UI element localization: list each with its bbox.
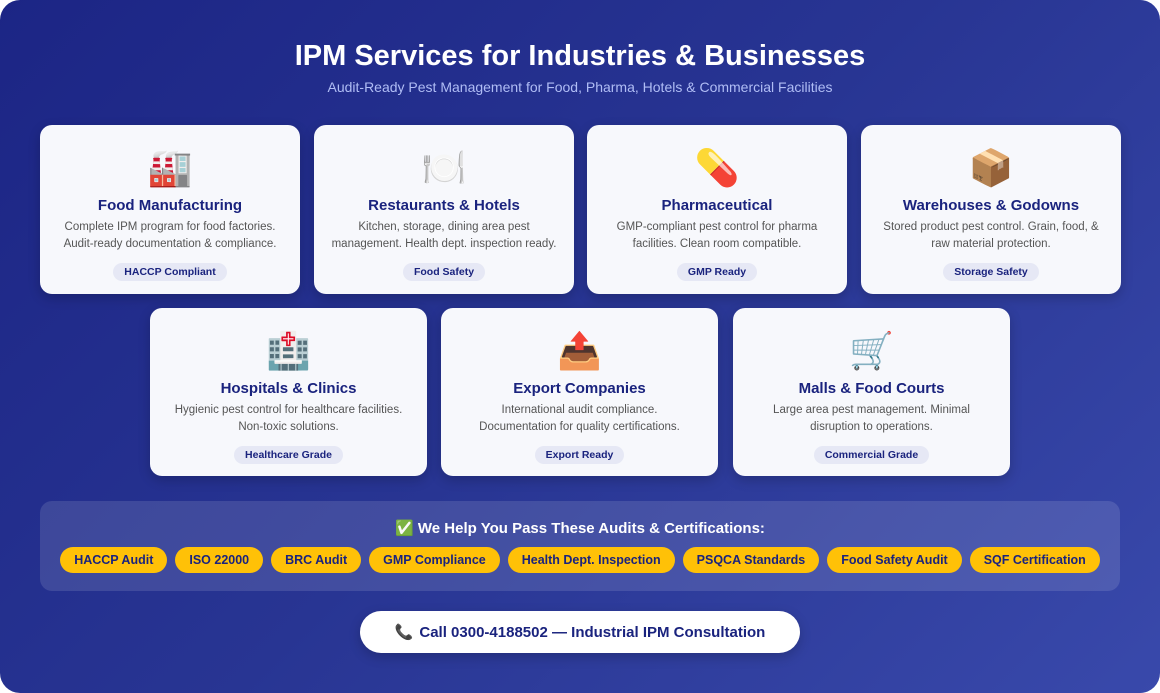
audits-panel: ✅ We Help You Pass These Audits & Certif… [40,501,1120,591]
call-consultation-button[interactable]: 📞 Call 0300-4188502 — Industrial IPM Con… [360,611,800,653]
phone-icon: 📞 [394,624,414,641]
audit-chip: Health Dept. Inspection [507,547,675,573]
hospital-icon: 🏥 [266,331,311,372]
page-subtitle: Audit-Ready Pest Management for Food, Ph… [327,79,833,95]
package-icon: 📦 [968,148,1014,189]
audit-chip: BRC Audit [271,547,362,573]
audits-heading-text: We Help You Pass These Audits & Certific… [417,520,765,537]
card-description: Large area pest management. Minimal disr… [773,404,970,433]
card-title: Hospitals & Clinics [220,380,357,397]
card-badge: GMP Ready [676,263,758,281]
card-warehouses[interactable]: 📦 Warehouses & Godowns Stored product pe… [861,125,1121,294]
card-badge: Storage Safety [943,263,1039,281]
card-hospitals[interactable]: 🏥 Hospitals & Clinics Hygienic pest cont… [150,308,427,476]
audit-chip: Food Safety Audit [827,547,962,573]
card-badge: HACCP Compliant [113,263,227,281]
pill-icon: 💊 [694,148,740,189]
card-food-manufacturing[interactable]: 🏭 Food Manufacturing Complete IPM progra… [40,125,300,294]
check-icon: ✅ [395,520,414,537]
card-title: Pharmaceutical [661,197,773,214]
card-title: Warehouses & Godowns [902,197,1080,214]
card-restaurants-hotels[interactable]: 🍽️ Restaurants & Hotels Kitchen, storage… [314,125,574,294]
audit-chip: HACCP Audit [60,547,168,573]
card-badge: Food Safety [402,263,486,281]
audit-chip: GMP Compliance [369,547,500,573]
card-export-companies[interactable]: 📤 Export Companies International audit c… [441,308,718,476]
call-button-label: Call 0300-4188502 — Industrial IPM Consu… [419,623,766,641]
card-pharmaceutical[interactable]: 💊 Pharmaceutical GMP-compliant pest cont… [587,125,847,294]
card-badge: Export Ready [534,446,625,464]
shopping-cart-icon: 🛒 [849,331,894,372]
card-description: Stored product pest control. Grain, food… [883,221,1099,250]
card-malls-food-courts[interactable]: 🛒 Malls & Food Courts Large area pest ma… [733,308,1010,476]
card-title: Malls & Food Courts [798,380,945,397]
audit-chip: ISO 22000 [175,547,264,573]
outbox-icon: 📤 [557,331,602,372]
page-title: IPM Services for Industries & Businesses [294,40,866,72]
card-description: Kitchen, storage, dining area pest manag… [331,221,557,250]
card-description: Complete IPM program for food factories.… [63,221,277,250]
card-title: Export Companies [513,380,646,397]
card-description: International audit compliance. Document… [479,404,680,433]
card-title: Restaurants & Hotels [368,197,520,214]
plate-cutlery-icon: 🍽️ [421,148,467,189]
card-title: Food Manufacturing [97,197,243,214]
audit-chip: PSQCA Standards [682,547,820,573]
audit-chip: SQF Certification [969,547,1100,573]
audits-heading: ✅ We Help You Pass These Audits & Certif… [40,519,1120,537]
audit-chip-list: HACCP Audit ISO 22000 BRC Audit GMP Comp… [40,547,1120,573]
card-description: Hygienic pest control for healthcare fac… [174,404,403,433]
card-description: GMP-compliant pest control for pharma fa… [616,221,818,250]
card-badge: Commercial Grade [813,446,930,464]
factory-icon: 🏭 [147,148,193,189]
card-badge: Healthcare Grade [234,446,343,464]
